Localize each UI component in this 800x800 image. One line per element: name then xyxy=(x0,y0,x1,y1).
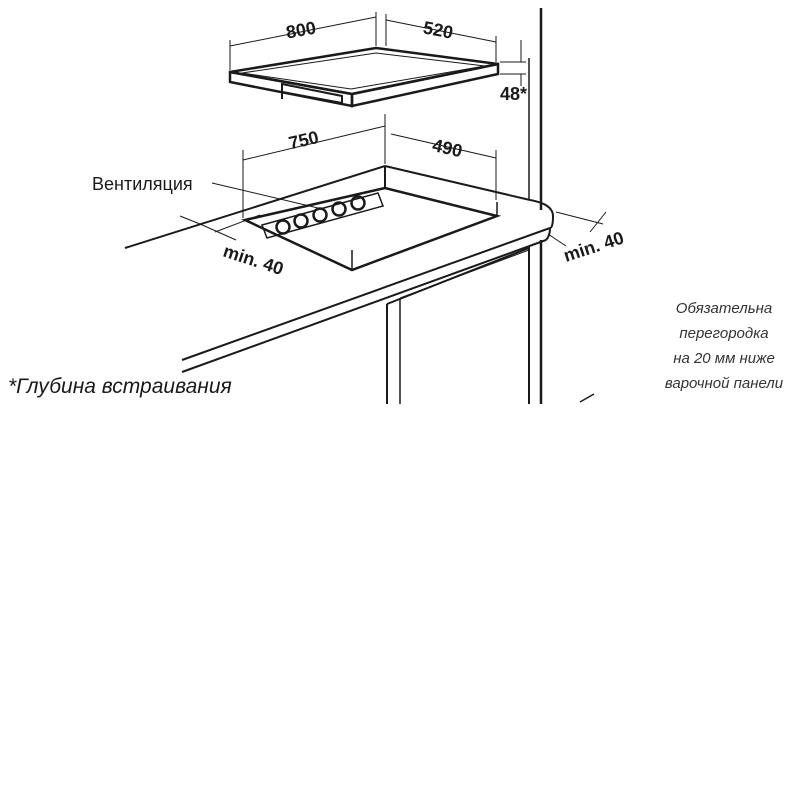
min-front-dimension-lines xyxy=(179,214,261,241)
partition-note-line-3: на 20 мм ниже xyxy=(673,350,775,367)
hob-depth-dimension: 520 xyxy=(421,17,454,42)
min-rear-dimension: min. 40 xyxy=(561,228,626,266)
partition-note: Обязательна перегородка на 20 мм ниже ва… xyxy=(665,300,784,392)
depth-note: *Глубина встраивания xyxy=(8,375,232,398)
ventilation-holes xyxy=(275,195,366,235)
wall-lines xyxy=(528,8,595,403)
cutout-width-dimension: 750 xyxy=(287,127,321,153)
hob-height-dimension: 48* xyxy=(500,84,527,104)
cutout-depth-dimension: 490 xyxy=(430,135,464,161)
partition-note-line-2: перегородка xyxy=(679,325,768,342)
min-rear-dimension-lines xyxy=(547,211,607,247)
cutout-dimension-lines xyxy=(242,114,497,218)
cutout xyxy=(241,166,502,272)
ventilation-leader xyxy=(211,182,319,209)
hob-dimension-lines xyxy=(229,12,526,86)
base-cabinet xyxy=(386,240,543,404)
partition-note-line-4: варочной панели xyxy=(665,375,784,392)
hob-panel xyxy=(228,46,500,108)
min-front-dimension: min. 40 xyxy=(221,241,286,279)
hob-width-dimension: 800 xyxy=(284,18,317,43)
ventilation-label: Вентиляция xyxy=(92,174,193,194)
partition-note-line-1: Обязательна xyxy=(676,300,772,317)
countertop xyxy=(124,165,555,373)
